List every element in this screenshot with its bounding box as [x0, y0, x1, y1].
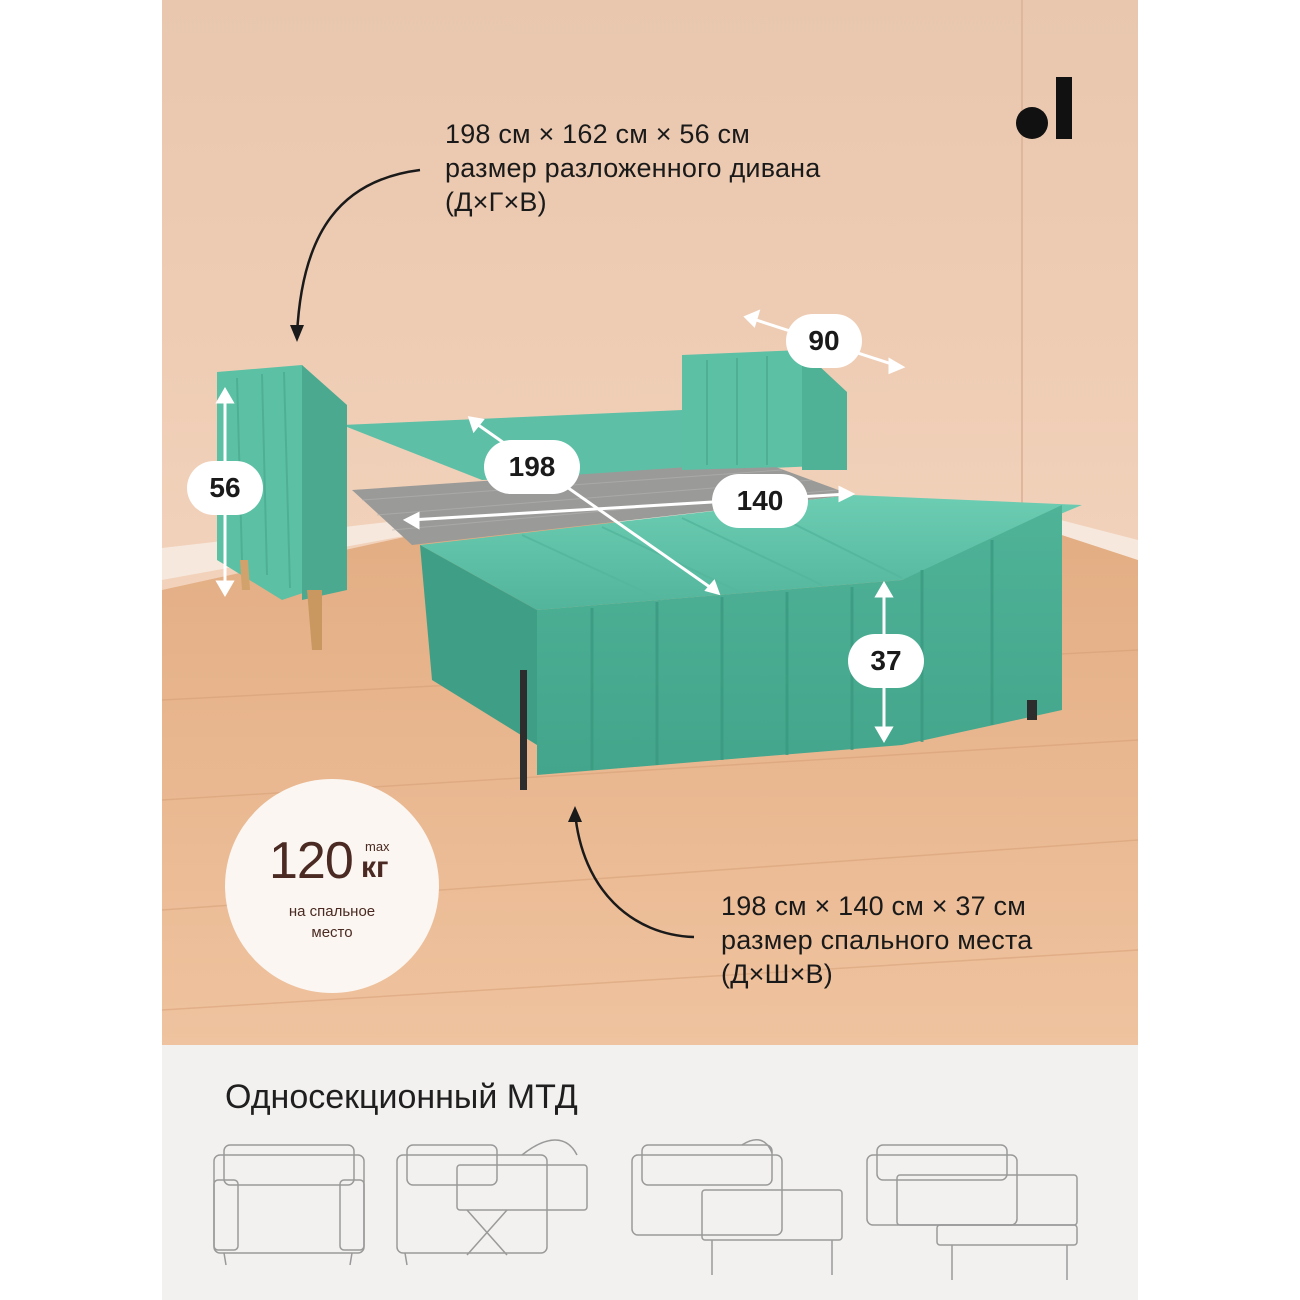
dim-depth: 90 — [786, 314, 862, 368]
product-card: 198 см × 162 см × 56 см размер разложенн… — [162, 0, 1138, 1300]
max-load-value: 120 — [269, 832, 354, 890]
sleeping-size-spec: 198 см × 140 см × 37 см размер спального… — [721, 889, 1032, 991]
max-load-unit: кг — [361, 851, 389, 884]
max-load-badge: 120 max кг на спальное место — [225, 779, 439, 993]
mechanism-section: Односекционный МТД — [162, 1045, 1138, 1300]
max-load-caption-line1: на спальное — [288, 903, 376, 920]
sofa-closed-icon — [213, 1144, 365, 1266]
mechanism-steps — [213, 1138, 1078, 1280]
brand-logo-icon — [1016, 77, 1072, 139]
max-load-caption-line2: место — [311, 924, 353, 941]
unfolded-size-dims: 198 см × 162 см × 56 см — [445, 119, 750, 149]
callout-arrow-bottom — [573, 811, 695, 939]
unfolded-size-spec: 198 см × 162 см × 56 см размер разложенн… — [445, 117, 821, 219]
dim-length: 198 — [484, 440, 580, 494]
sleeping-size-dims: 198 см × 140 см × 37 см — [721, 891, 1026, 921]
sofa-unfolding-icon — [631, 1138, 843, 1275]
callout-arrow-top — [295, 168, 421, 336]
sofa-pull-out-icon — [396, 1139, 588, 1266]
sleeping-size-label: размер спального места — [721, 925, 1033, 955]
max-load-caption: на спальное место — [225, 901, 439, 943]
unfolded-size-label: размер разложенного дивана — [445, 153, 821, 183]
mechanism-title: Односекционный МТД — [225, 1078, 578, 1116]
product-photo: 198 см × 162 см × 56 см размер разложенн… — [162, 0, 1138, 1045]
sleeping-size-axes: (Д×Ш×В) — [721, 959, 833, 989]
max-load-max-label: max — [365, 839, 390, 854]
dim-mattress-height: 37 — [848, 634, 924, 688]
sofa-unfolded-icon — [866, 1144, 1078, 1280]
unfolded-size-axes: (Д×Г×В) — [445, 187, 547, 217]
dim-width: 140 — [712, 474, 808, 528]
dim-arm-height: 56 — [187, 461, 263, 515]
